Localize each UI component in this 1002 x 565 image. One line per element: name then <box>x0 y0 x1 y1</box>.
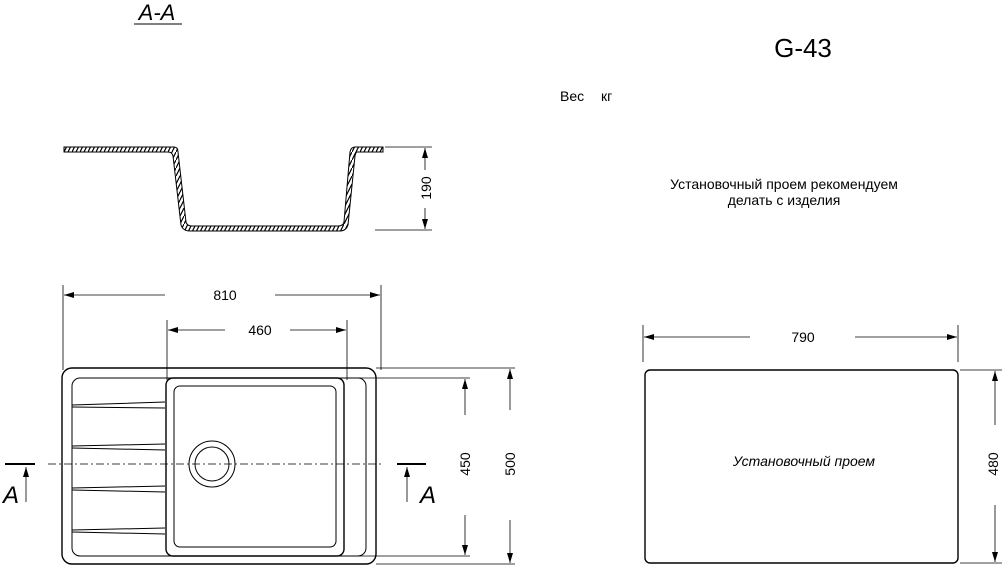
dim-overall-length: 810 <box>213 287 237 303</box>
dim-overall-width: 500 <box>502 452 518 476</box>
bowl-inner <box>173 385 337 548</box>
note-line-1: Установочный проем рекомендуем <box>670 176 898 192</box>
svg-text:A: A <box>418 482 436 509</box>
drain-ribs <box>71 401 166 535</box>
cutout-outline <box>644 369 959 564</box>
dim-bowl-width: 460 <box>248 322 272 338</box>
sink-outline <box>61 367 377 565</box>
model-title: G-43 <box>774 33 832 63</box>
dim-cutout-width: 480 <box>985 452 1001 476</box>
section-marker-left: A <box>1 463 35 509</box>
cutout-label: Установочный проем <box>732 453 875 469</box>
sink-section-profile <box>63 146 384 232</box>
weight-unit: кг <box>601 88 612 104</box>
dim-cutout-length: 790 <box>791 329 815 345</box>
svg-text:A: A <box>1 482 19 509</box>
weight-label: Вес <box>560 88 584 104</box>
dim-depth: 190 <box>418 176 434 200</box>
section-marker-right: A <box>397 463 436 509</box>
dim-bowl-depth: 450 <box>457 452 473 476</box>
bowl-outer <box>165 377 345 557</box>
section-title: A-A <box>137 0 176 25</box>
note-line-2: делать с изделия <box>728 192 841 208</box>
